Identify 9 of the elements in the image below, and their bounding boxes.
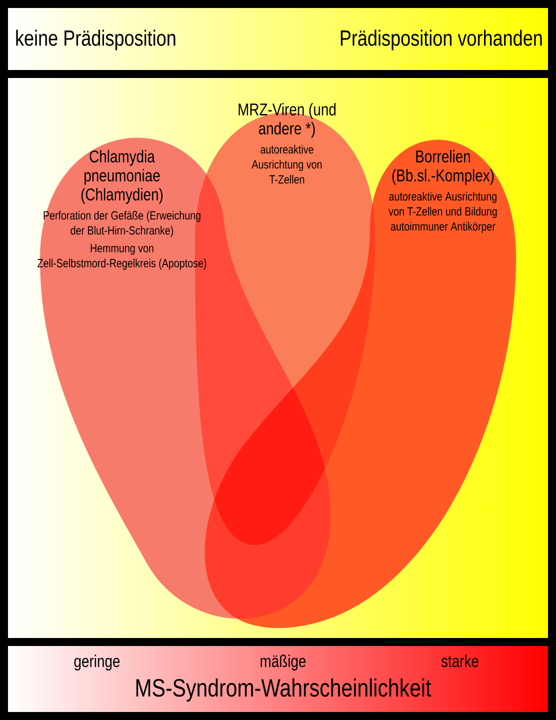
scale-label: starke: [441, 654, 478, 668]
lobe-label: MRZ-Viren (und andere *) autoreaktive Ausrichtung von T-Zellen: [238, 103, 336, 184]
lobe-label: Borrelien (Bb.sl.-Komplex) autoreaktive Ausrichtung von T-Zellen und Bildung autoimmuner Antikörper: [388, 150, 497, 234]
band-label: Prädisposition vorhanden: [340, 30, 542, 50]
scale-label: mäßige: [260, 654, 306, 671]
scale-title: MS-Syndrom-Wahrscheinlichkeit: [136, 678, 432, 702]
band-label: keine Prädisposition: [16, 30, 176, 50]
lobe-label: Chlamydia pneumoniae (Chlamydien) Perforation der Gefäße (Erweichung der Blut-Hirn-Schranke) Hemmung von Zell-Selbstmord-Regelkreis (Apoptose): [38, 150, 206, 270]
scale-label: geringe: [74, 654, 120, 671]
